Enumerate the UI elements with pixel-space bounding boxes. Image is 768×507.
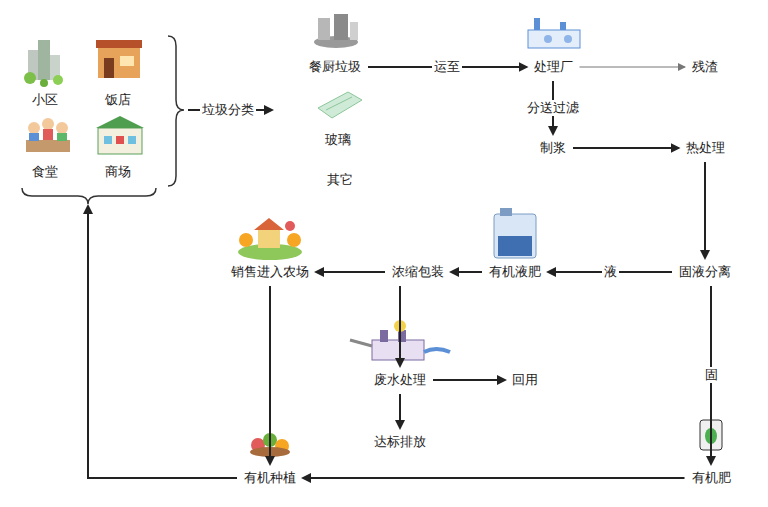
- flow-arrow: [88, 206, 237, 478]
- flow-node: 固液分离: [677, 263, 733, 281]
- node-text: 餐厨垃圾: [309, 59, 361, 75]
- residential-icon: [24, 40, 63, 87]
- canteen-icon: [26, 118, 70, 152]
- farm-icon: [238, 218, 302, 260]
- edge-label: 运至: [432, 59, 462, 75]
- edge-label: 液: [602, 264, 619, 280]
- flow-node: 残渣: [690, 58, 720, 76]
- node-text: 其它: [327, 172, 353, 188]
- flow-arrow: [303, 477, 685, 479]
- flow-node: 处理厂: [532, 58, 575, 76]
- flow-node: 有机液肥: [487, 263, 543, 281]
- node-text: 残渣: [692, 59, 718, 75]
- flow-node: 饭店: [103, 91, 133, 109]
- flow-node: 有机肥: [690, 469, 733, 487]
- node-text: 回用: [512, 372, 538, 388]
- node-text: 浓缩包装: [392, 264, 444, 280]
- node-text: 制浆: [540, 140, 566, 156]
- flow-arrow: [433, 379, 505, 381]
- flow-node: 销售进入农场: [229, 263, 311, 281]
- restaurant-icon: [96, 40, 142, 78]
- flow-node: 浓缩包装: [390, 263, 446, 281]
- node-text: 有机种植: [244, 470, 296, 486]
- flow-node: 制浆: [538, 139, 568, 157]
- node-text: 达标排放: [374, 434, 426, 450]
- flow-node: 其它: [325, 171, 355, 189]
- flow-node: 回用: [510, 371, 540, 389]
- node-text: 固液分离: [679, 264, 731, 280]
- node-text: 销售进入农场: [231, 264, 309, 280]
- flow-arrow: [704, 162, 706, 258]
- mall-icon: [96, 116, 144, 154]
- node-text: 热处理: [686, 140, 725, 156]
- flow-arrow: [269, 286, 271, 464]
- plant-icon: [528, 18, 580, 48]
- node-text: 食堂: [32, 164, 58, 180]
- flow-node: 玻璃: [323, 131, 353, 149]
- node-text: 玻璃: [325, 132, 351, 148]
- flow-node: 有机种植: [242, 469, 298, 487]
- flow-arrow: [316, 271, 385, 273]
- edge-label: 固: [703, 367, 720, 383]
- flow-node: 废水处理: [372, 371, 428, 389]
- flow-arrow: [399, 286, 401, 366]
- node-text: 废水处理: [374, 372, 426, 388]
- step-label: 垃圾分类: [200, 102, 256, 118]
- flow-node: 热处理: [684, 139, 727, 157]
- edge-label: 分送过滤: [525, 100, 581, 116]
- node-text: 饭店: [105, 92, 131, 108]
- node-text: 处理厂: [534, 59, 573, 75]
- flow-node: 达标排放: [372, 433, 428, 451]
- flow-arrow: [399, 394, 401, 428]
- flow-node: 食堂: [30, 163, 60, 181]
- node-text: 商场: [105, 164, 131, 180]
- flow-node: 小区: [30, 91, 60, 109]
- liquid-fertilizer-icon: [494, 208, 536, 258]
- flow-arrow: [580, 67, 686, 68]
- node-text: 小区: [32, 92, 58, 108]
- kitchen-waste-icon: [314, 14, 358, 48]
- glass-icon: [318, 92, 362, 118]
- flow-node: 商场: [103, 163, 133, 181]
- node-text: 有机液肥: [489, 264, 541, 280]
- flow-node: 餐厨垃圾: [307, 58, 363, 76]
- flow-arrow: [451, 271, 482, 273]
- node-text: 有机肥: [692, 470, 731, 486]
- flow-arrow: [573, 147, 679, 149]
